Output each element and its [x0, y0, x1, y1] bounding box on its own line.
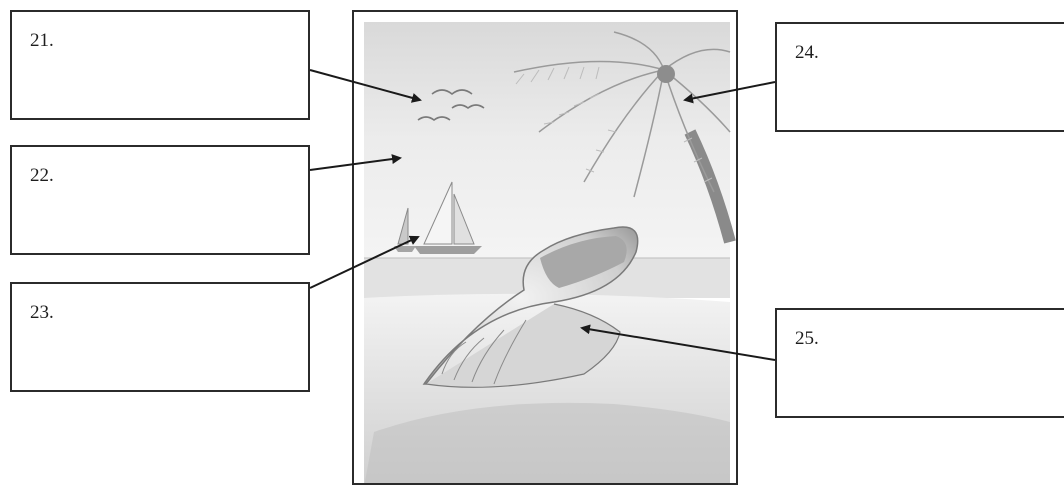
coconut-cluster: [657, 65, 675, 83]
answer-box-23[interactable]: 23.: [10, 282, 310, 392]
label-number-22: 22.: [30, 165, 54, 187]
beach-drawing-frame: [352, 10, 738, 485]
answer-box-25[interactable]: 25.: [775, 308, 1064, 418]
answer-box-24[interactable]: 24.: [775, 22, 1064, 132]
label-number-25: 25.: [795, 328, 819, 350]
label-number-21: 21.: [30, 30, 54, 52]
answer-box-21[interactable]: 21.: [10, 10, 310, 120]
label-number-23: 23.: [30, 302, 54, 324]
beach-pencil-drawing: [354, 12, 738, 485]
sky: [364, 22, 730, 258]
label-number-24: 24.: [795, 42, 819, 64]
answer-box-22[interactable]: 22.: [10, 145, 310, 255]
